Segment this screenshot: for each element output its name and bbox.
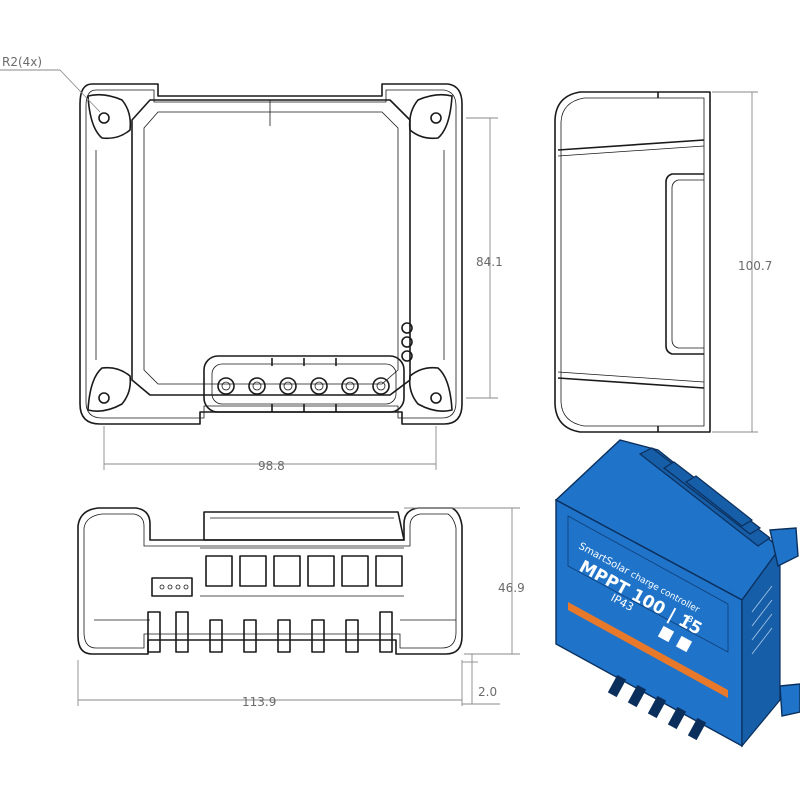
- heatsink-ridges: [638, 447, 772, 547]
- bottom-width-label: 113.9: [242, 695, 276, 709]
- terminal-slots: [200, 547, 404, 597]
- side-view: 100.7: [554, 91, 772, 433]
- bottom-view: 46.9 2.0 113.9: [77, 507, 525, 709]
- product-render: SmartSolar charge controller MPPT 100 | …: [554, 439, 800, 748]
- render-terminals: [607, 674, 707, 741]
- terminal-screws: [217, 358, 390, 412]
- radius-note: R2(4x): [2, 55, 42, 69]
- bluetooth-icon: ʙ: [685, 611, 697, 625]
- bottom-height-label: 46.9: [498, 581, 525, 595]
- front-height-label: 84.1: [476, 255, 503, 269]
- heatsink-fins: [147, 611, 393, 653]
- front-view: R2(4x) 84.1 98.8: [0, 55, 503, 473]
- foot-offset-label: 2.0: [478, 685, 497, 699]
- accent-stripe: [568, 602, 728, 698]
- front-width-label: 98.8: [258, 459, 285, 473]
- qr-code-icons: [657, 625, 693, 653]
- side-height-label: 100.7: [738, 259, 772, 273]
